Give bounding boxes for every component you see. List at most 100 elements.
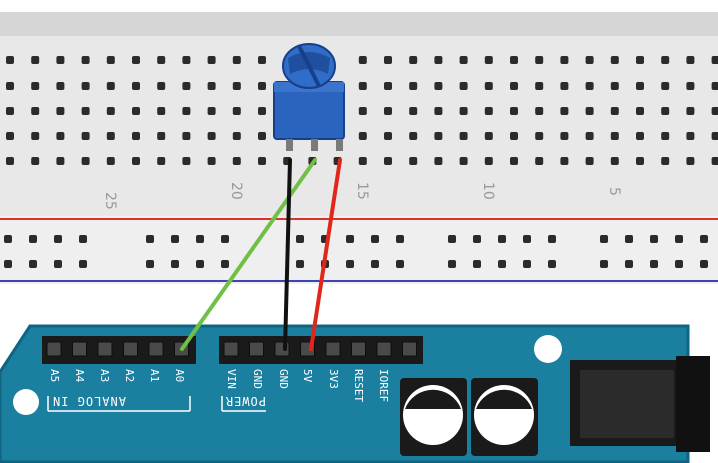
- breadboard-hole: [182, 82, 191, 90]
- rail-hole: [54, 235, 62, 243]
- breadboard-hole: [207, 132, 216, 140]
- breadboard-hole: [384, 56, 392, 64]
- capacitor-right-stripe: [476, 389, 532, 409]
- rail-hole: [650, 260, 658, 268]
- power-rail-area: [0, 216, 718, 284]
- breadboard-hole: [535, 132, 544, 140]
- analog-pin-labels: A5 A4 A3 A2 A1 A0: [48, 369, 186, 383]
- breadboard-hole: [610, 82, 619, 90]
- breadboard-hole: [434, 157, 443, 165]
- rail-hole: [221, 235, 229, 243]
- breadboard-hole: [560, 107, 569, 115]
- breadboard-hole: [610, 56, 619, 64]
- breadboard-hole: [358, 107, 367, 115]
- breadboard-hole: [560, 82, 569, 90]
- breadboard-hole: [409, 132, 418, 140]
- column-number-20: 20: [228, 182, 244, 200]
- breadboard-hole: [358, 82, 367, 90]
- breadboard-hole: [358, 56, 367, 64]
- rail-hole: [600, 235, 608, 243]
- wire-power-5v: [309, 158, 342, 351]
- power-rail-holes: [4, 235, 708, 268]
- pin-label-3v3: 3V3: [327, 369, 340, 389]
- column-number-25: 25: [102, 192, 118, 210]
- breadboard-hole: [686, 107, 695, 115]
- breadboard-hole: [207, 56, 216, 64]
- breadboard-hole: [258, 56, 266, 64]
- rail-hole: [346, 260, 354, 268]
- breadboard-hole: [484, 56, 493, 64]
- rail-hole: [371, 260, 379, 268]
- breadboard-hole: [434, 82, 443, 90]
- pin-label-gnd-1: GND: [251, 369, 264, 389]
- breadboard-hole: [560, 132, 569, 140]
- dc-power-jack: [570, 356, 710, 452]
- rail-hole: [196, 260, 204, 268]
- pin-label-ioref: IOREF: [377, 369, 390, 402]
- breadboard-hole: [157, 82, 166, 90]
- capacitor-left: [400, 378, 467, 456]
- breadboard-hole: [661, 132, 670, 140]
- breadboard-hole: [232, 132, 241, 140]
- breadboard-hole: [560, 157, 569, 165]
- breadboard-hole: [384, 132, 392, 140]
- breadboard-hole: [510, 157, 518, 165]
- column-number-5: 5: [606, 187, 622, 196]
- rail-hole: [448, 260, 456, 268]
- breadboard-hole: [610, 157, 619, 165]
- breadboard-hole: [484, 157, 493, 165]
- header-socket: [148, 341, 164, 357]
- pin-label-reset: RESET: [352, 369, 365, 402]
- breadboard-hole: [207, 82, 216, 90]
- rail-hole: [296, 260, 304, 268]
- breadboard-hole: [535, 157, 544, 165]
- breadboard-hole: [686, 132, 695, 140]
- capacitor-left-stripe: [405, 389, 461, 409]
- header-socket: [97, 341, 113, 357]
- breadboard-hole: [232, 82, 241, 90]
- column-number-15: 15: [354, 182, 370, 200]
- wires: [180, 158, 342, 351]
- rail-hole: [396, 260, 404, 268]
- rail-hole: [650, 235, 658, 243]
- pin-label-a1: A1: [148, 369, 161, 382]
- breadboard-hole: [636, 56, 644, 64]
- breadboard-hole: [711, 132, 718, 140]
- column-number-10: 10: [480, 182, 496, 200]
- rail-hole: [371, 235, 379, 243]
- rail-hole: [548, 235, 556, 243]
- breadboard-hole: [106, 107, 115, 115]
- breadboard-hole: [207, 157, 216, 165]
- breadboard-hole: [157, 56, 166, 64]
- breadboard-hole: [132, 56, 140, 64]
- potentiometer-pin-right: [336, 139, 343, 151]
- mounting-hole-right: [534, 335, 562, 363]
- rail-hole: [29, 260, 37, 268]
- wire-ground: [283, 158, 292, 351]
- rail-hole: [196, 235, 204, 243]
- dc-jack-flange: [676, 356, 710, 452]
- header-socket: [46, 341, 62, 357]
- breadboard-hole: [661, 107, 670, 115]
- breadboard-hole: [232, 157, 241, 165]
- rail-hole: [498, 235, 506, 243]
- rail-hole: [473, 260, 481, 268]
- breadboard-hole: [56, 157, 65, 165]
- breadboard-hole: [585, 157, 594, 165]
- rail-hole: [448, 235, 456, 243]
- breadboard-hole: [81, 82, 90, 90]
- breadboard-hole: [81, 157, 90, 165]
- breadboard-hole: [106, 56, 115, 64]
- potentiometer-pin-left: [286, 139, 293, 151]
- header-socket: [325, 341, 341, 357]
- breadboard-hole: [636, 157, 644, 165]
- breadboard-hole: [384, 82, 392, 90]
- breadboard-hole: [434, 132, 443, 140]
- breadboard-hole: [132, 82, 140, 90]
- rail-hole: [548, 260, 556, 268]
- breadboard-hole: [484, 107, 493, 115]
- breadboard-hole: [409, 107, 418, 115]
- breadboard: 25 20 15 10 5: [0, 12, 718, 284]
- pin-label-a3: A3: [98, 369, 111, 382]
